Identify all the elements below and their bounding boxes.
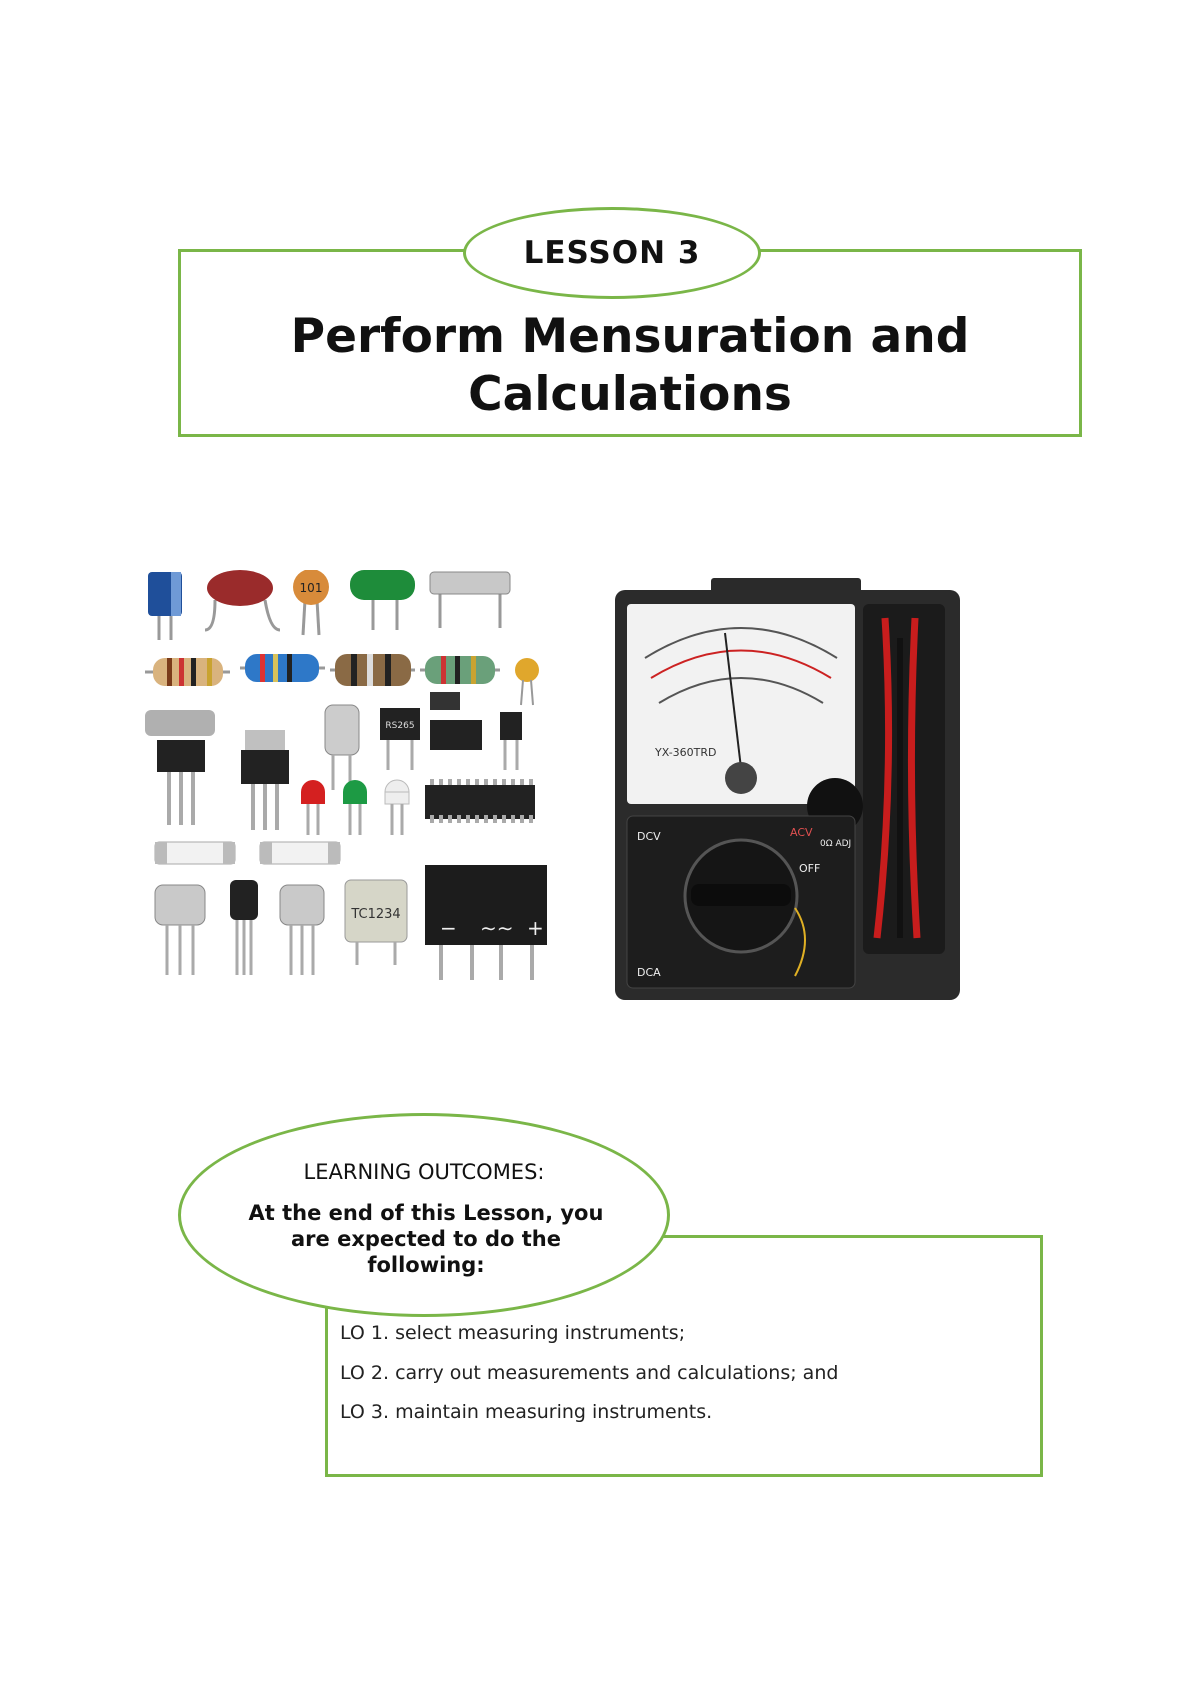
dca-label: DCA [637, 966, 661, 979]
learning-outcomes-oval: LEARNING OUTCOMES: At the end of this Le… [178, 1113, 670, 1317]
dcv-label: DCV [637, 830, 661, 843]
fuses [154, 841, 341, 865]
crystal-oscillator [429, 571, 511, 628]
analog-multimeter-illustration: YX-360TRD DCV DCA ACV OFF 0Ω ADJ [615, 578, 960, 1000]
bridge-ic-label: RS265 [385, 721, 414, 731]
lesson-label: LESSON 3 [523, 235, 701, 271]
electronic-components-illustration: 101 [145, 570, 547, 980]
multimeter-model-label: YX-360TRD [654, 746, 717, 759]
learning-outcome-2: LO 2. carry out measurements and calcula… [340, 1362, 839, 1384]
page-title: Perform Mensuration and Calculations [178, 308, 1082, 424]
acv-label: ACV [790, 826, 813, 839]
lesson-label-oval: LESSON 3 [463, 207, 761, 299]
learning-outcomes-box [325, 1235, 1043, 1477]
resistors-row [145, 654, 539, 706]
leds [301, 779, 410, 835]
transistors-and-ics: RS265 [145, 692, 522, 830]
learning-outcomes-intro: At the end of this Lesson, you are expec… [248, 1201, 604, 1277]
learning-outcome-3: LO 3. maintain measuring instruments. [340, 1401, 713, 1423]
rectifier-plus-label: + [527, 916, 544, 940]
bridge-rectifier: − ∼∼ + [425, 865, 547, 980]
relay-component: TC1234 [344, 879, 408, 965]
title-line-1: Perform Mensuration and [290, 309, 970, 364]
title-line-2: Calculations [468, 367, 792, 422]
learning-outcome-1: LO 1. select measuring instruments; [340, 1322, 686, 1344]
film-capacitor [204, 570, 281, 632]
ceramic-capacitor: 101 [293, 570, 329, 636]
metal-can-transistors [154, 880, 325, 975]
capacitor-value-label: 101 [300, 581, 323, 595]
off-label: OFF [799, 862, 820, 875]
electrolytic-capacitor [148, 572, 182, 640]
green-capacitor [350, 570, 415, 630]
dip-ic [425, 779, 535, 823]
rectifier-ac-label: ∼∼ [480, 916, 514, 940]
relay-label: TC1234 [350, 907, 400, 922]
learning-outcomes-heading: LEARNING OUTCOMES: [303, 1160, 545, 1184]
rectifier-minus-label: − [440, 916, 457, 940]
zero-adj-label: 0Ω ADJ [820, 839, 851, 849]
